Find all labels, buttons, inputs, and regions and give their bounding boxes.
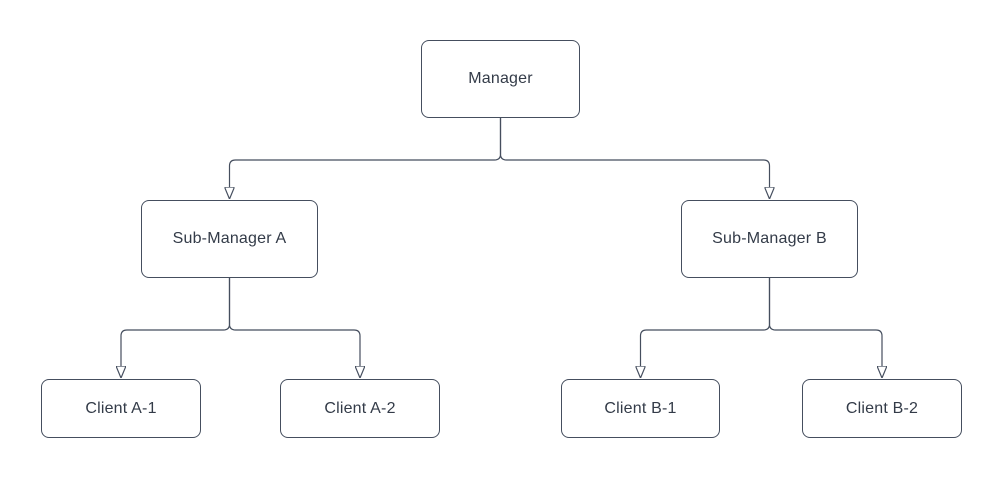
node-sub-manager-b-label: Sub-Manager B: [712, 230, 827, 247]
node-client-b-2-label: Client B-2: [845, 399, 919, 417]
node-client-b-2[interactable]: Client B-2: [802, 379, 962, 438]
node-sub-manager-b[interactable]: Sub-Manager B: [681, 200, 858, 278]
node-client-a-1[interactable]: Client A-1: [41, 379, 201, 438]
connector-sub-manager-b-to-client-b-1: [641, 278, 771, 366]
node-client-a-2-label: Client A-2: [324, 399, 396, 417]
node-client-b-1[interactable]: Client B-1: [561, 379, 720, 438]
node-client-a-1-label: Client A-1: [85, 399, 157, 417]
node-client-b-1-label: Client B-1: [604, 399, 677, 417]
node-client-a-2[interactable]: Client A-2: [280, 379, 440, 438]
node-manager-label: Manager: [468, 70, 533, 87]
connector-manager-to-sub-manager-a: [230, 118, 502, 187]
connector-sub-manager-b-to-client-b-2: [768, 278, 883, 366]
node-sub-manager-a[interactable]: Sub-Manager A: [141, 200, 318, 278]
connector-sub-manager-a-to-client-a-2: [228, 278, 361, 366]
connector-sub-manager-a-to-client-a-1: [121, 278, 231, 366]
node-sub-manager-a-label: Sub-Manager A: [172, 230, 287, 247]
node-manager[interactable]: Manager: [421, 40, 580, 118]
connector-manager-to-sub-manager-b: [499, 118, 770, 187]
